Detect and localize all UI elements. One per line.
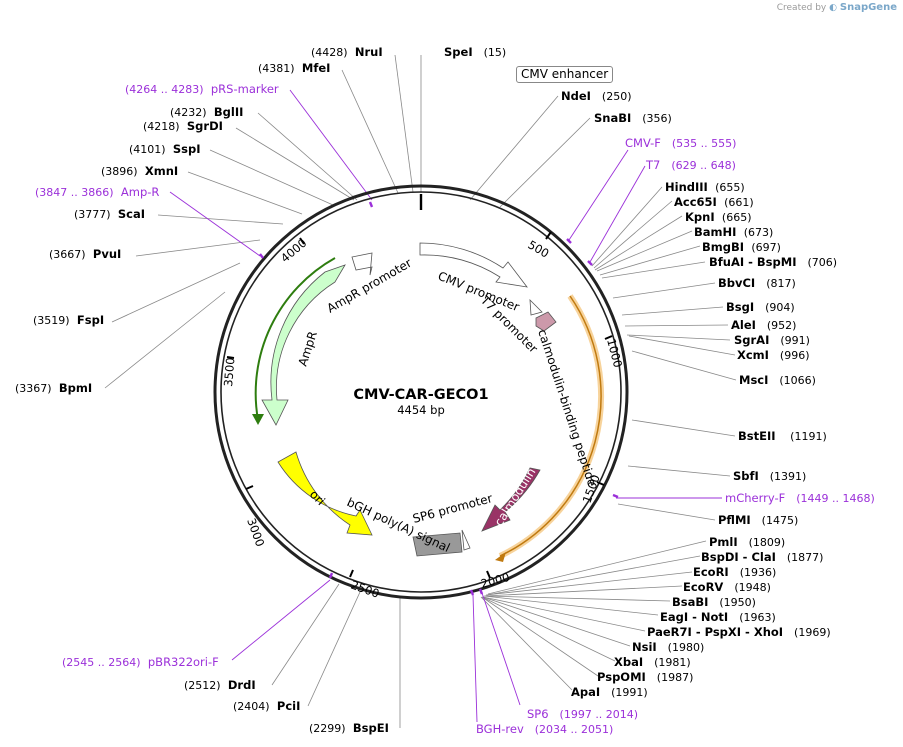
enzyme-label-spei: SpeI (15) (444, 45, 507, 59)
calmodulin-label: calmodulin (492, 465, 539, 528)
enzyme-label-alei: AleI (952) (731, 318, 797, 332)
cmv-promoter-feature (419, 242, 528, 288)
enzyme-label-snabi: SnaBI (356) (594, 111, 672, 125)
cmv-enhancer-label: CMV enhancer (516, 66, 614, 83)
enzyme-label-fspi: (3519) FspI (33, 313, 105, 327)
enzyme-label-ecori: EcoRI (1936) (693, 565, 777, 579)
enzyme-label-xcmi: XcmI (996) (737, 348, 810, 362)
plasmid-name: CMV-CAR-GECO1 (353, 387, 488, 403)
sp6-promoter-label: SP6 promoter (411, 491, 494, 526)
primer-label-sp6: SP6 (1997 .. 2014) (527, 707, 639, 721)
enzyme-label-drdi: (2512) DrdI (184, 678, 256, 692)
ampr-track-arrowhead (252, 414, 264, 425)
enzyme-label-ndei: NdeI (250) (561, 89, 632, 103)
ampr-promoter-feature (351, 252, 373, 276)
calmodulin-binding-label: calmodulin-binding peptide (535, 328, 599, 489)
sp6-promoter-feature (461, 529, 471, 551)
primer-label-mcherry-f: mCherry-F (1449 .. 1468) (725, 491, 875, 505)
primer-label-pbr322ori-f: (2545 .. 2564) pBR322ori-F (62, 655, 219, 669)
insert-arc-arrowhead (495, 552, 506, 562)
enzyme-label-hindiii: HindIII (655) (665, 180, 745, 194)
enzyme-label-pmli: PmlI (1809) (709, 535, 786, 549)
enzyme-label-pvui: (3667) PvuI (49, 247, 122, 261)
enzyme-label-bamhi: BamHI (673) (694, 225, 774, 239)
ruler-tick-marks (226, 231, 613, 579)
ruler-label-3000: 3000 (244, 516, 267, 548)
ampr-track-arc (254, 257, 336, 421)
primer-label-bgh-rev: BGH-rev (2034 .. 2051) (476, 722, 614, 736)
enzyme-label-acc65i: Acc65I (661) (674, 195, 754, 209)
enzyme-label-bsgi: BsgI (904) (726, 300, 795, 314)
backbone-outer-ring (213, 184, 629, 600)
backbone-inner-ring (220, 191, 622, 593)
bgh-polya-feature (412, 532, 463, 557)
calmodulin-binding-peptide-feature (535, 311, 557, 332)
enzyme-label-xmni: (3896) XmnI (101, 164, 179, 178)
enzyme-label-mfei: (4381) MfeI (258, 61, 331, 75)
ori-feature (277, 451, 373, 536)
enzyme-label-scai: (3777) ScaI (74, 207, 146, 221)
enzyme-label-paer7i-pspxi-xhoi: PaeR7I - PspXI - XhoI (1969) (647, 625, 831, 639)
enzyme-label-sbfi: SbfI (1391) (733, 469, 807, 483)
primer-site-marks (259, 201, 619, 596)
primer-leader-lines (169, 89, 722, 723)
enzyme-label-ecorv: EcoRV (1948) (683, 580, 771, 594)
enzyme-label-apai: ApaI (1991) (571, 685, 648, 699)
enzyme-label-pspomi: PspOMI (1987) (597, 670, 694, 684)
enzyme-label-nsii: NsiI (1980) (632, 640, 705, 654)
ruler-label-3500: 3500 (221, 357, 237, 387)
enzyme-label-sspi: (4101) SspI (129, 142, 201, 156)
enzyme-label-eagi-noti: EagI - NotI (1963) (660, 610, 776, 624)
enzyme-label-pflmi: PflMI (1475) (718, 513, 799, 527)
credit-app: SnapGene (839, 2, 897, 13)
enzyme-label-sgrai: SgrAI (991) (734, 333, 810, 347)
primer-label-prs-marker: (4264 .. 4283) pRS-marker (125, 82, 279, 96)
enzyme-label-bfuai-bspmi: BfuAI - BspMI (706) (709, 255, 838, 269)
primer-label-cmv-f: CMV-F (535 .. 555) (625, 136, 737, 150)
credit-prefix: Created by (776, 3, 827, 13)
insert-arc (499, 295, 602, 557)
enzyme-label-bmgbi: BmgBI (697) (702, 240, 781, 254)
enzyme-label-msci: MscI (1066) (739, 373, 816, 387)
snapgene-credit: Created by ◐ SnapGene (777, 2, 897, 13)
enzyme-label-bpmi: (3367) BpmI (15, 381, 93, 395)
enzyme-label-bglii: (4232) BglII (170, 105, 244, 119)
snapgene-logo-icon: ◐ (829, 3, 837, 13)
enzyme-label-bspdi-clai: BspDI - ClaI (1877) (701, 550, 824, 564)
ruler-label-2500: 2500 (349, 578, 381, 601)
plasmid-size: 4454 bp (397, 403, 445, 417)
enzyme-leader-lines (104, 54, 737, 728)
enzyme-label-sgrdi: (4218) SgrDI (143, 119, 223, 133)
ruler-label-2000: 2000 (479, 570, 511, 591)
primer-label-t7: T7 (629 .. 648) (646, 158, 736, 172)
enzyme-label-bsteii: BstEII (1191) (738, 429, 827, 443)
enzyme-label-kpni: KpnI (665) (685, 210, 752, 224)
t7-promoter-feature (529, 298, 543, 316)
ruler-label-500: 500 (526, 237, 552, 260)
enzyme-label-bspei: (2299) BspEI (309, 721, 389, 735)
primer-label-amp-r: (3847 .. 3866) Amp-R (35, 185, 160, 199)
enzyme-label-bsabi: BsaBI (1950) (672, 595, 756, 609)
enzyme-label-pcii: (2404) PciI (233, 699, 301, 713)
enzyme-label-bbvci: BbvCI (817) (718, 276, 796, 290)
enzyme-label-xbai: XbaI (1981) (614, 655, 691, 669)
calmodulin-feature (481, 467, 541, 532)
ampr-label: AmpR (296, 329, 320, 367)
enzyme-label-nrui: (4428) NruI (311, 45, 383, 59)
ampr-feature (261, 264, 346, 426)
